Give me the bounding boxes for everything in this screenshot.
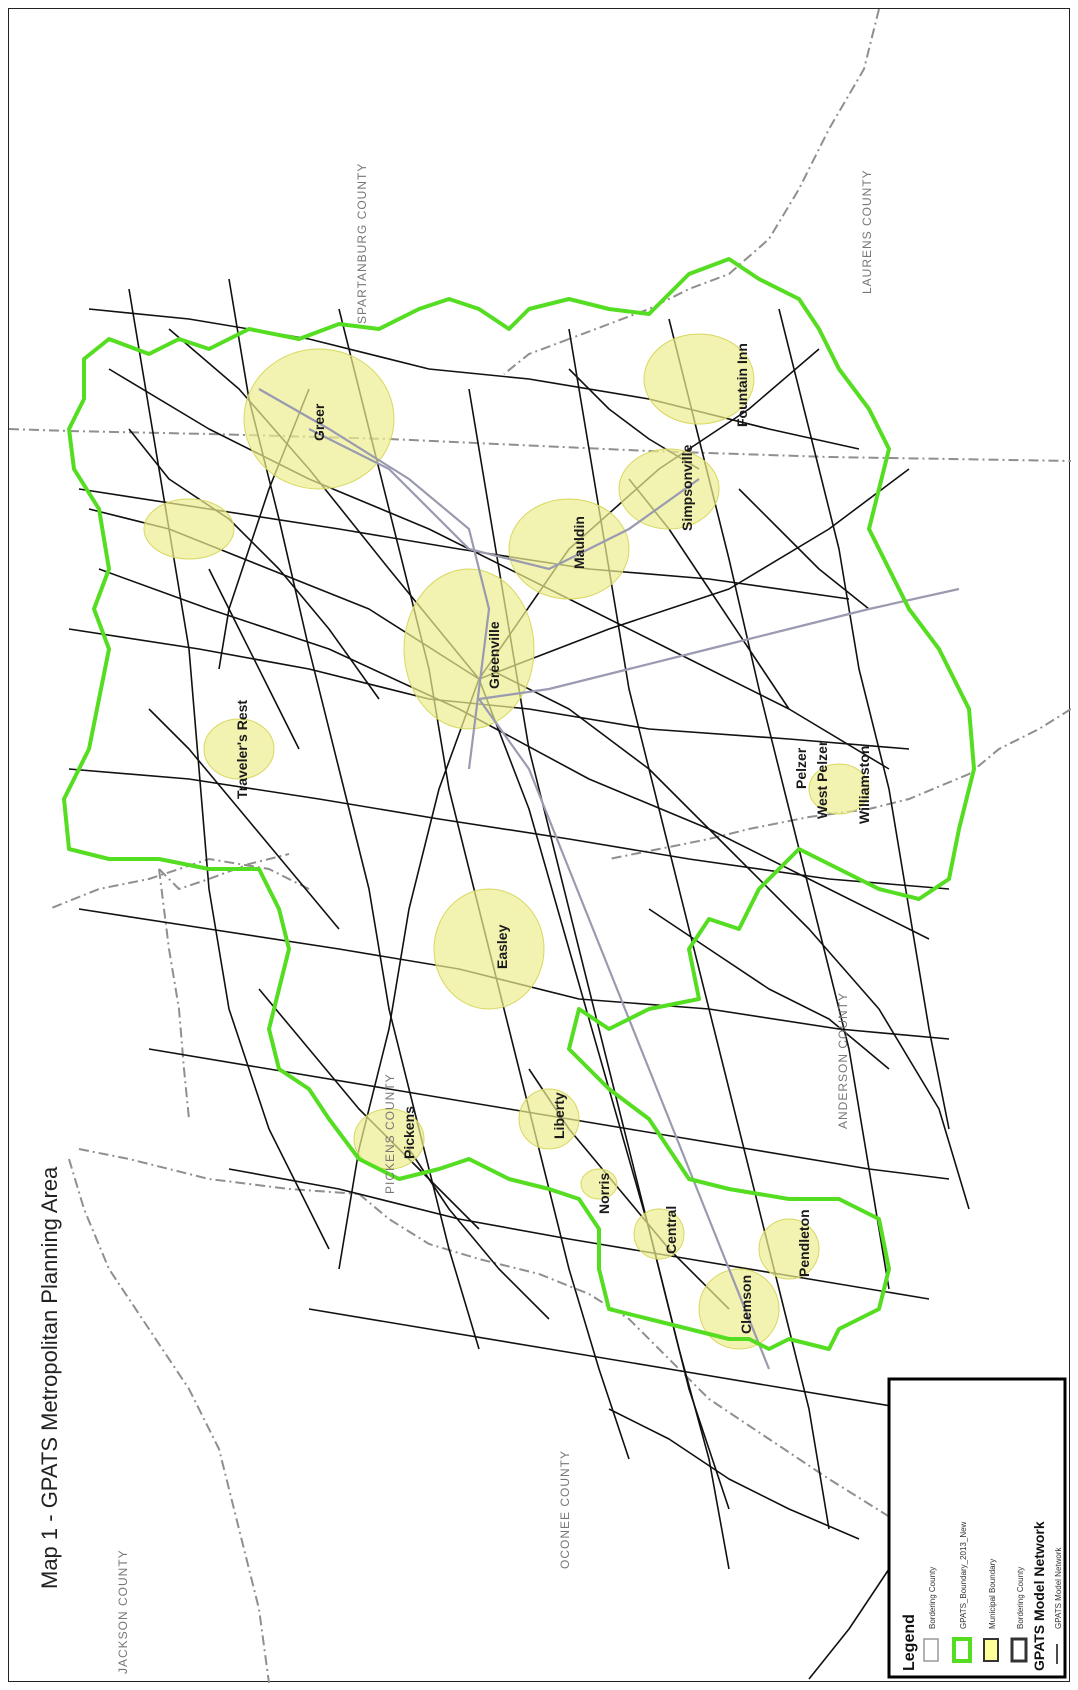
city-label-liberty: Liberty <box>551 1092 567 1139</box>
city-label-greer: Greer <box>311 403 327 441</box>
gpats-boundary <box>62 257 976 1351</box>
city-label-simpsonville: Simpsonville <box>679 444 695 531</box>
county-label-laurens: LAURENS COUNTY <box>860 169 874 294</box>
planning-area-map: Map 1 - GPATS Metropolitan Planning Area… <box>9 9 1071 1683</box>
city-label-mauldin: Mauldin <box>571 516 587 569</box>
county-label-anderson: ANDERSON COUNTY <box>836 992 850 1129</box>
city-label-norris: Norris <box>596 1173 612 1214</box>
city-label-greenville: Greenville <box>486 621 502 689</box>
legend-title: Legend <box>901 1614 918 1671</box>
map-frame: Map 1 - GPATS Metropolitan Planning Area… <box>8 8 1071 1683</box>
legend-swatch-municipal-boundary <box>983 1638 999 1662</box>
legend-swatch-gpats-boundary <box>952 1637 972 1663</box>
city-label-travelers-rest: Traveler's Rest <box>234 700 250 799</box>
legend-swatch-bordering-county <box>923 1638 939 1662</box>
legend-label-gpats-boundary: GPATS_Boundary_2013_New <box>959 1521 968 1629</box>
city-label-pendleton: Pendleton <box>796 1209 812 1277</box>
city-labels: Greer Fountain Inn Simpsonville Mauldin … <box>234 343 872 1334</box>
legend: Legend Bordering County GPATS_Boundary_2… <box>887 1377 1067 1679</box>
city-label-clemson: Clemson <box>738 1275 754 1334</box>
city-label-easley: Easley <box>494 924 510 969</box>
county-label-oconee: OCONEE COUNTY <box>558 1450 572 1569</box>
county-label-spartanburg: SPARTANBURG COUNTY <box>355 163 369 324</box>
legend-swatch-bordering-county-dark <box>1010 1637 1028 1663</box>
legend-network-title: GPATS Model Network <box>1031 1521 1047 1671</box>
city-label-central: Central <box>663 1206 679 1254</box>
map-title: Map 1 - GPATS Metropolitan Planning Area <box>37 1166 62 1589</box>
city-label-west-pelzer: West Pelzer <box>814 740 830 819</box>
legend-label-bordering-county-dark: Bordering County <box>1016 1567 1025 1629</box>
legend-label-model-network: GPATS Model Network <box>1054 1546 1063 1629</box>
city-label-williamston: Williamston <box>856 746 872 824</box>
county-label-pickens: PICKENS COUNTY <box>383 1073 397 1194</box>
county-label-jackson: JACKSON COUNTY <box>116 1549 130 1674</box>
city-label-pelzer: Pelzer <box>793 747 809 789</box>
city-label-fountain-inn: Fountain Inn <box>734 343 750 427</box>
legend-label-municipal-boundary: Municipal Boundary <box>988 1559 997 1629</box>
municipal-areas <box>143 333 870 1350</box>
legend-label-bordering-county: Bordering County <box>928 1567 937 1629</box>
city-label-pickens: Pickens <box>401 1106 417 1159</box>
